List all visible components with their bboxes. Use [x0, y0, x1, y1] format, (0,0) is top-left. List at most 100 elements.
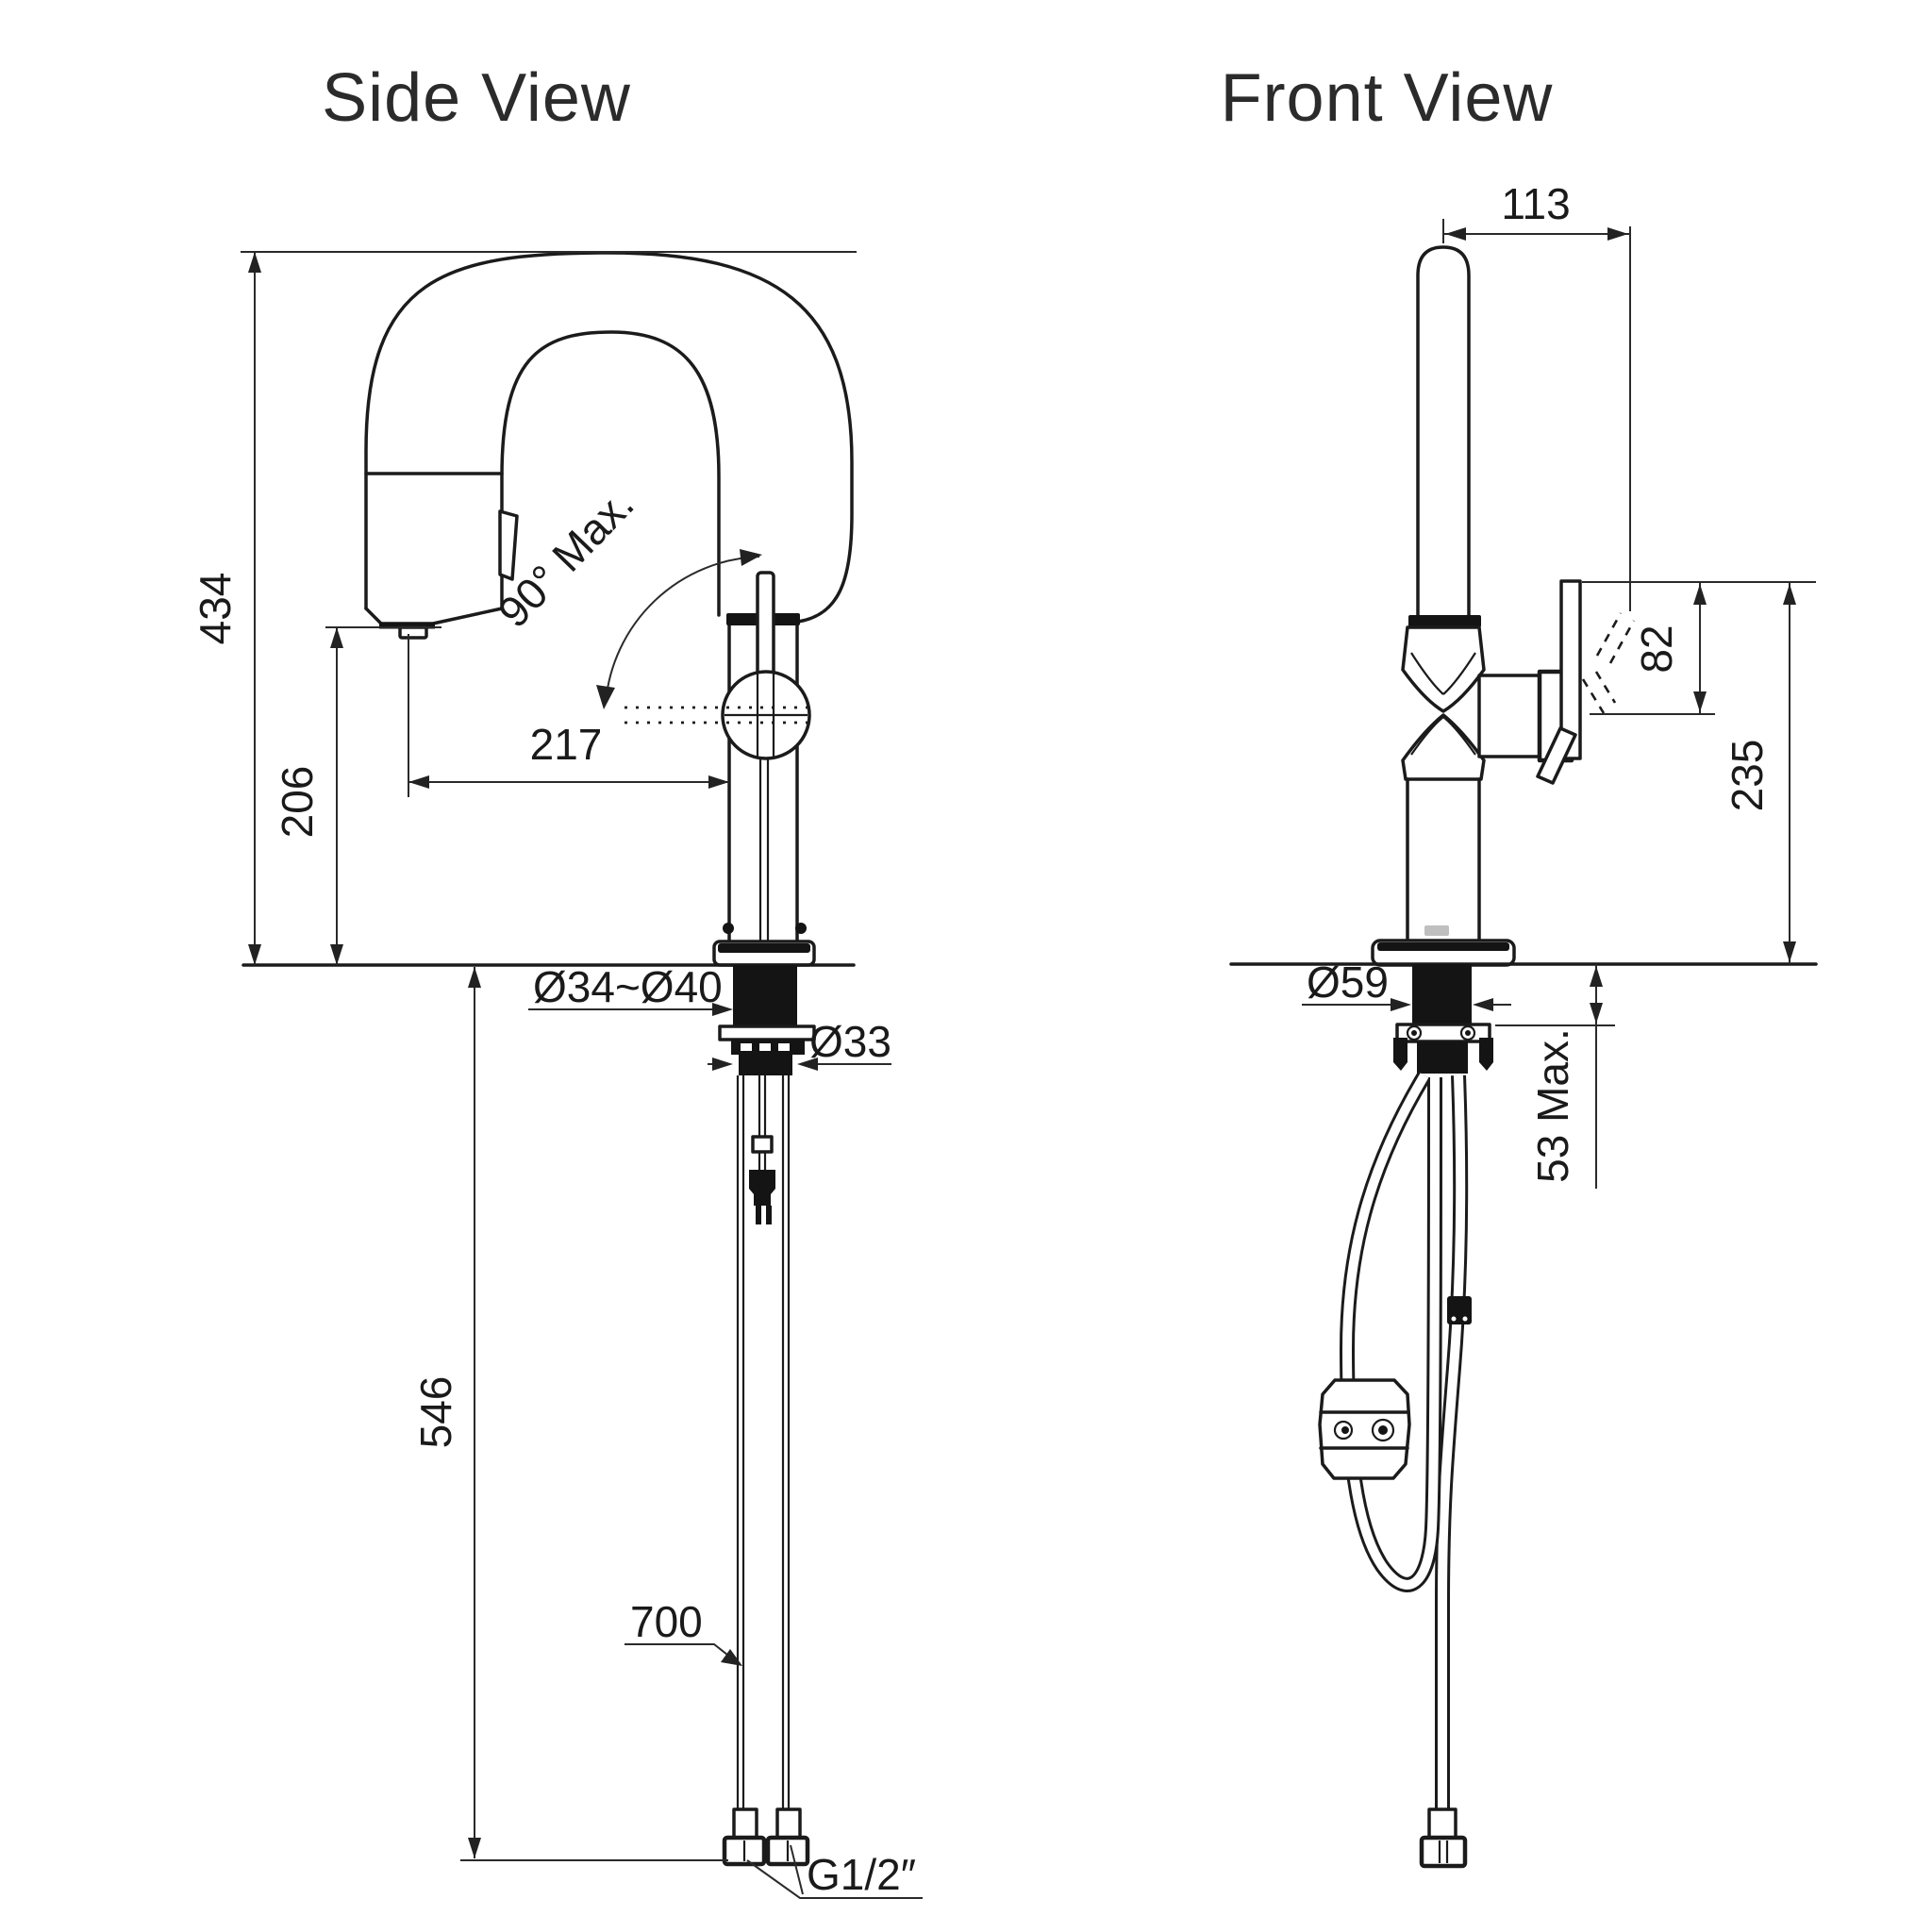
dim-546-label: 546 — [411, 1376, 460, 1449]
side-view-title: Side View — [322, 60, 631, 136]
weight-screw-left-dot — [1341, 1426, 1349, 1434]
dim-82-label: 82 — [1632, 625, 1681, 673]
supply-hose-fill — [1438, 1074, 1466, 1819]
front-spout-column — [1408, 245, 1481, 627]
dim-206-arrow-top — [330, 627, 343, 648]
dim-53-arrow-top — [1590, 966, 1603, 987]
dim-235-arrow-top — [1783, 584, 1796, 605]
dim-546-arrow-bottom — [468, 1838, 481, 1858]
dim-mounting-hole-label: Ø34~Ø40 — [533, 962, 723, 1011]
front-handle — [1477, 579, 1636, 785]
x-accent-3 — [1410, 716, 1444, 756]
spray-head-clip — [498, 509, 519, 581]
brand-logo-mark — [1424, 925, 1449, 936]
dim-82-arrow-top — [1693, 584, 1707, 605]
dim-53-label: 53 Max. — [1528, 1028, 1577, 1183]
dim-113-arrow-right — [1607, 227, 1628, 241]
handle-alt-position-dash-1 — [1595, 612, 1623, 657]
handle-lever-blade — [1536, 726, 1577, 785]
front-dimensions: 113 82 235 Ø59 53 Max. — [1302, 179, 1816, 1189]
x-accent-2 — [1442, 652, 1476, 695]
side-view: Side View — [191, 60, 923, 1899]
shank-arrow-right — [797, 1058, 818, 1071]
weight-screw-right — [1371, 1418, 1395, 1442]
x-accent-4 — [1442, 716, 1476, 756]
front-view-title: Front View — [1221, 60, 1554, 136]
arc-arrowhead-lower — [596, 685, 615, 709]
dim-82-arrow-bottom — [1693, 691, 1707, 712]
arc-arrowhead-upper — [740, 549, 762, 566]
thread-leader-1 — [746, 1859, 923, 1899]
nut-dash-2 — [759, 1043, 771, 1051]
dim-235-arrow-bottom — [1783, 941, 1796, 962]
clamp-hook-right — [1479, 1038, 1493, 1071]
dim-shank-label: Ø33 — [809, 1017, 891, 1066]
body-upper-shoulder — [1401, 625, 1486, 713]
plate-bolt-right-dot — [1465, 1030, 1471, 1036]
spray-head — [364, 472, 519, 640]
set-screw-left — [723, 923, 734, 934]
side-dimensions: 434 206 217 Ø34~Ø40 Ø33 546 700 — [191, 251, 923, 1899]
plug-leg-left — [756, 1206, 761, 1224]
flange-top-band — [718, 943, 810, 953]
x-accent-1 — [1410, 652, 1444, 695]
weight-body — [1318, 1378, 1411, 1480]
dim-434-arrow-top — [248, 252, 261, 273]
base-diameter-arrow-left — [1391, 998, 1411, 1011]
front-flange-band — [1377, 942, 1509, 951]
side-mounting — [242, 923, 856, 1075]
dim-217-arrow-right — [708, 775, 729, 789]
nut-dash-3 — [778, 1043, 790, 1051]
front-collar-band — [1408, 615, 1481, 627]
dim-base-diameter-label: Ø59 — [1307, 958, 1389, 1007]
shank-arrow-left — [712, 1058, 733, 1071]
handle-hub — [1477, 674, 1541, 758]
hose-connector-front — [1447, 1296, 1472, 1324]
threaded-shank-side — [733, 965, 797, 1028]
shank-tail-front — [1417, 1041, 1468, 1074]
side-hoses — [722, 1075, 810, 1867]
dim-206-label: 206 — [273, 766, 322, 839]
swivel-arc-annotation: 90° Max. — [489, 479, 762, 709]
handle-lever-rod — [756, 571, 775, 676]
handle-alt-position-dash-4 — [1594, 671, 1617, 704]
handle-alt-position-dash-2 — [1608, 620, 1636, 664]
dim-434-arrow-bottom — [248, 944, 261, 965]
hose-length-leader — [625, 1643, 733, 1659]
spout-column-outline — [1416, 245, 1471, 623]
threaded-shank-front — [1412, 964, 1472, 1026]
front-hoses — [1318, 1071, 1472, 1869]
faucet-body-side — [625, 571, 811, 944]
connector-dot-2 — [1462, 1316, 1468, 1322]
hose-end-front — [1427, 1807, 1457, 1841]
plate-bolt-left-dot — [1411, 1030, 1417, 1036]
dim-206-arrow-bottom — [330, 944, 343, 965]
spray-nozzle-stub — [398, 625, 428, 640]
body-lower-shoulder — [1401, 713, 1486, 781]
dim-217-label: 217 — [530, 720, 603, 769]
plate-bolt-left — [1406, 1024, 1423, 1041]
dim-217-arrow-left — [408, 775, 429, 789]
quick-connect-plug — [749, 1170, 775, 1206]
plate-bolt-right — [1459, 1024, 1476, 1041]
swivel-arc — [605, 556, 760, 704]
hose-weight — [1318, 1378, 1411, 1480]
front-view: Front View — [1221, 60, 1818, 1869]
mounting-washer-side — [718, 1024, 816, 1041]
handle-alt-position-dash-3 — [1581, 678, 1606, 714]
hose-end-right — [775, 1807, 802, 1841]
gooseneck-outer-curve — [364, 251, 854, 624]
nut-dash-1 — [741, 1043, 752, 1051]
spray-hose-loop-fill — [1341, 1073, 1440, 1590]
thread-leader-2 — [790, 1844, 804, 1895]
hose-length-arrow — [721, 1649, 742, 1666]
dim-113-arrow-left — [1445, 227, 1466, 241]
dim-113-label: 113 — [1501, 179, 1570, 228]
connector-dot-1 — [1451, 1316, 1457, 1322]
handle-lever-plate — [1559, 579, 1582, 760]
hex-nut-front — [1419, 1835, 1468, 1869]
dim-700-label: 700 — [630, 1597, 703, 1646]
clamp-hook-left — [1393, 1038, 1407, 1071]
dim-546-arrow-top — [468, 967, 481, 988]
